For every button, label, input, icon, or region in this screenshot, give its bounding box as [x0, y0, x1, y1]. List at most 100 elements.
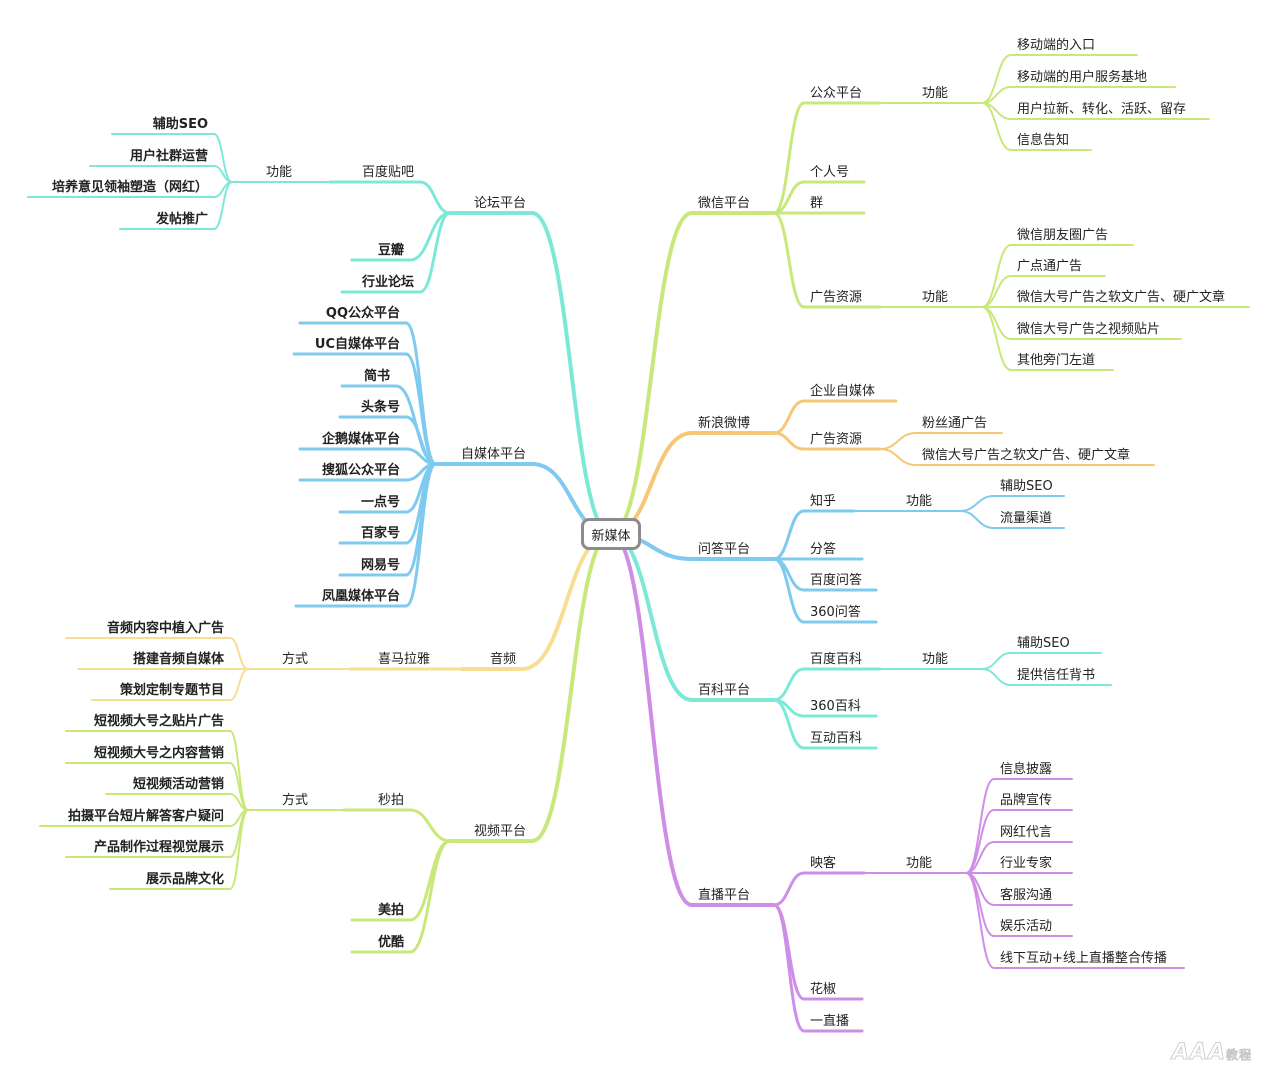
node-wenda-1[interactable]: 分答 — [810, 541, 836, 557]
connector-line — [418, 180, 452, 215]
branch-shipin[interactable]: 视频平台 — [474, 824, 526, 839]
branch-weixin[interactable]: 微信平台 — [698, 196, 750, 211]
connector-line — [229, 637, 249, 670]
branch-zhibo[interactable]: 直播平台 — [698, 888, 750, 903]
node-shipin-2[interactable]: 优酷 — [378, 934, 404, 950]
node-weixin-3[interactable]: 广告资源 — [810, 290, 862, 305]
connector-line — [213, 181, 233, 230]
node-luntan-0[interactable]: 百度贴吧 — [362, 164, 414, 180]
node-weixin-2[interactable]: 群 — [810, 196, 823, 211]
connector-line — [418, 211, 452, 294]
node-zimeiti-0[interactable]: QQ公众平台 — [326, 305, 400, 321]
node-zhibo-2[interactable]: 一直播 — [810, 1014, 849, 1029]
node-zimeiti-7[interactable]: 百家号 — [361, 525, 400, 541]
leaf-zhibo-0-3[interactable]: 行业专家 — [1000, 855, 1052, 871]
connector-line — [229, 668, 249, 701]
connector-line — [772, 698, 806, 750]
connector-line — [530, 532, 613, 843]
leaf-zhibo-0-2[interactable]: 网红代言 — [1000, 824, 1052, 840]
leaf-weixin-3-4[interactable]: 其他旁门左道 — [1017, 352, 1095, 368]
leaf-luntan-0-1[interactable]: 用户社群运营 — [129, 148, 208, 164]
leaf-yinpin-0-2[interactable]: 策划定制专题节目 — [120, 682, 224, 698]
node-weixin-0-function[interactable]: 功能 — [922, 86, 948, 101]
node-baike-2[interactable]: 互动百科 — [810, 731, 862, 746]
node-zimeiti-6[interactable]: 一点号 — [361, 494, 400, 510]
connector-line — [609, 532, 694, 907]
leaf-wenda-0-0[interactable]: 辅助SEO — [1000, 479, 1053, 494]
branch-luntan[interactable]: 论坛平台 — [474, 196, 526, 211]
connector-line — [772, 667, 806, 702]
leaf-wenda-0-1[interactable]: 流量渠道 — [1000, 511, 1052, 526]
leaf-zhibo-0-5[interactable]: 娱乐活动 — [1000, 919, 1052, 934]
node-yinpin-0[interactable]: 喜马拉雅 — [378, 652, 430, 667]
connector-line — [959, 510, 995, 529]
node-luntan-0-function[interactable]: 功能 — [266, 165, 292, 180]
leaf-baike-0-1[interactable]: 提供信任背书 — [1017, 667, 1095, 683]
connector-line — [981, 102, 1012, 151]
node-zimeiti-9[interactable]: 凤凰媒体平台 — [322, 588, 400, 604]
leaf-shipin-0-3[interactable]: 拍摄平台短片解答客户疑问 — [68, 808, 224, 824]
leaf-zhibo-0-1[interactable]: 品牌宣传 — [1000, 792, 1052, 808]
leaf-shipin-0-2[interactable]: 短视频活动营销 — [133, 776, 224, 792]
connector-line — [772, 431, 806, 451]
leaf-zhibo-0-6[interactable]: 线下互动+线上直播整合传播 — [1000, 951, 1167, 966]
connector-line — [959, 495, 995, 512]
leaf-luntan-0-3[interactable]: 发帖推广 — [155, 211, 208, 227]
leaf-shipin-0-0[interactable]: 短视频大号之贴片广告 — [94, 713, 224, 729]
node-zimeiti-3[interactable]: 头条号 — [361, 399, 400, 415]
node-wenda-0-function[interactable]: 功能 — [906, 494, 932, 509]
node-weixin-0[interactable]: 公众平台 — [810, 86, 862, 101]
leaf-luntan-0-2[interactable]: 培养意见领袖塑造（网红） — [52, 179, 208, 195]
leaf-weixin-0-0[interactable]: 移动端的入口 — [1017, 37, 1095, 53]
leaf-yinpin-0-1[interactable]: 搭建音频自媒体 — [133, 651, 225, 667]
node-shipin-0[interactable]: 秒拍 — [378, 793, 404, 808]
node-zimeiti-8[interactable]: 网易号 — [361, 558, 400, 573]
node-wenda-0[interactable]: 知乎 — [810, 493, 836, 509]
node-yinpin-0-function[interactable]: 方式 — [282, 651, 308, 667]
leaf-weibo-1-1[interactable]: 微信大号广告之软文广告、硬广文章 — [922, 447, 1130, 463]
node-weixin-1[interactable]: 个人号 — [810, 165, 849, 180]
branch-baike[interactable]: 百科平台 — [698, 683, 750, 698]
node-luntan-2[interactable]: 行业论坛 — [361, 274, 414, 290]
leaf-weixin-3-2[interactable]: 微信大号广告之软文广告、硬广文章 — [1017, 289, 1225, 305]
branch-zimeiti[interactable]: 自媒体平台 — [461, 447, 526, 462]
branch-wenda[interactable]: 问答平台 — [698, 541, 750, 557]
leaf-shipin-0-5[interactable]: 展示品牌文化 — [146, 871, 224, 887]
node-zimeiti-5[interactable]: 搜狐公众平台 — [322, 462, 400, 478]
leaf-shipin-0-4[interactable]: 产品制作过程视觉展示 — [94, 839, 224, 855]
leaf-weixin-3-3[interactable]: 微信大号广告之视频贴片 — [1017, 322, 1160, 337]
leaf-baike-0-0[interactable]: 辅助SEO — [1017, 636, 1070, 651]
leaf-zhibo-0-4[interactable]: 客服沟通 — [1000, 887, 1052, 903]
node-zhibo-0[interactable]: 映客 — [810, 855, 836, 871]
node-zimeiti-1[interactable]: UC自媒体平台 — [315, 336, 400, 352]
node-zimeiti-2[interactable]: 简书 — [364, 368, 390, 384]
leaf-weixin-0-3[interactable]: 信息告知 — [1017, 132, 1069, 148]
leaf-weixin-3-1[interactable]: 广点通广告 — [1017, 259, 1082, 274]
center-node[interactable]: 新媒体 — [581, 518, 641, 550]
branch-weibo[interactable]: 新浪微博 — [698, 415, 750, 431]
node-zimeiti-4[interactable]: 企鹅媒体平台 — [321, 431, 400, 447]
node-zhibo-0-function[interactable]: 功能 — [906, 856, 932, 871]
leaf-zhibo-0-0[interactable]: 信息披露 — [1000, 761, 1052, 777]
leaf-shipin-0-1[interactable]: 短视频大号之内容营销 — [94, 745, 224, 761]
leaf-weixin-0-2[interactable]: 用户拉新、转化、活跃、留存 — [1017, 101, 1186, 117]
node-wenda-2[interactable]: 百度问答 — [810, 572, 862, 588]
leaf-weixin-3-0[interactable]: 微信朋友圈广告 — [1017, 227, 1108, 243]
node-weixin-3-function[interactable]: 功能 — [922, 290, 948, 305]
leaf-yinpin-0-0[interactable]: 音频内容中植入广告 — [107, 620, 224, 636]
connector-line — [530, 211, 613, 536]
node-weibo-1[interactable]: 广告资源 — [810, 432, 862, 447]
node-baike-0[interactable]: 百度百科 — [810, 651, 862, 667]
leaf-luntan-0-0[interactable]: 辅助SEO — [153, 116, 208, 132]
leaf-weibo-1-0[interactable]: 粉丝通广告 — [922, 416, 987, 431]
node-baike-1[interactable]: 360百科 — [810, 699, 861, 714]
node-luntan-1[interactable]: 豆瓣 — [378, 242, 404, 258]
leaf-weixin-0-1[interactable]: 移动端的用户服务基地 — [1017, 69, 1147, 85]
node-baike-0-function[interactable]: 功能 — [922, 652, 948, 667]
branch-yinpin[interactable]: 音频 — [490, 651, 516, 667]
node-wenda-3[interactable]: 360问答 — [810, 604, 861, 620]
node-shipin-0-function[interactable]: 方式 — [282, 792, 308, 808]
node-weibo-0[interactable]: 企业自媒体 — [810, 383, 875, 399]
node-zhibo-1[interactable]: 花椒 — [810, 981, 836, 997]
node-shipin-1[interactable]: 美拍 — [378, 902, 404, 918]
